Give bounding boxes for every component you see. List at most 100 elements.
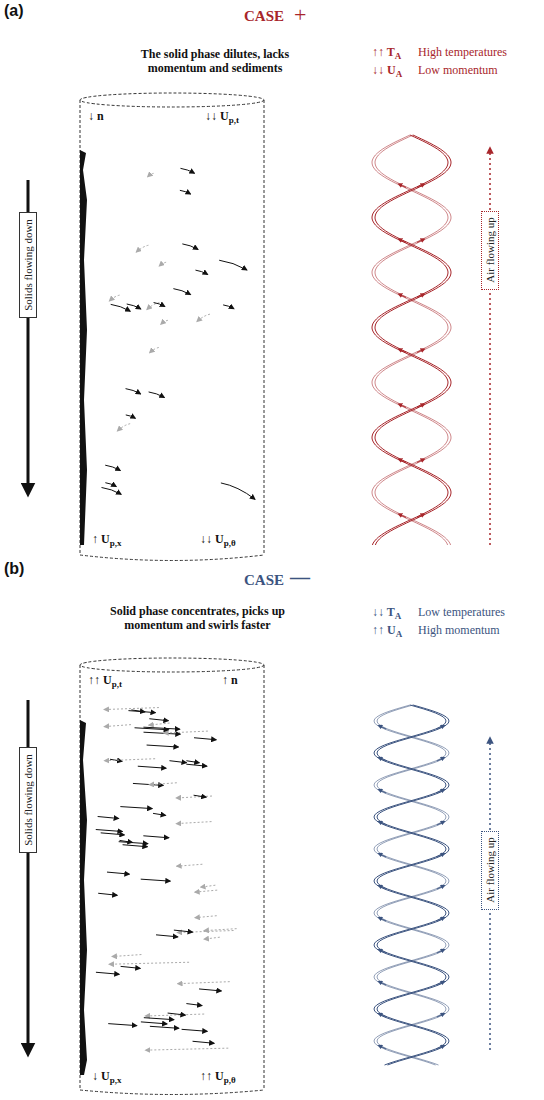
helix-arrowhead [437,1014,443,1017]
helix-arrowhead [380,758,386,761]
particle-arrow [148,173,154,176]
particle-arrow [223,305,234,309]
particle-arrow [161,320,168,324]
particle-arrow [195,890,218,892]
text-label: (b) [4,560,24,578]
helix-arrowhead [437,1046,443,1049]
particle-arrow [168,1013,186,1015]
particle-arrow [117,424,130,431]
particle-arrow [109,295,119,301]
helix-arrowhead [380,1014,386,1017]
air-helix [375,135,451,545]
helix-arrowhead [400,460,406,463]
particle-arrow [156,935,178,937]
particle-arrow [102,487,122,494]
particle-arrow [199,989,221,991]
particle-arrow [186,1004,202,1006]
particle-arrow [133,783,163,785]
air-helix [372,135,448,545]
particle-arrow [149,723,170,725]
helix-arrowhead [380,726,386,729]
particle-arrow [126,389,141,394]
particle-arrow [159,262,166,266]
flow-label: Solids flowing down [22,219,34,311]
helix-arrowhead [417,405,423,408]
cylinder-wall [80,100,264,555]
particle-arrow [119,842,148,844]
particle-arrow [143,727,179,729]
particle-arrow [147,745,179,747]
particle-arrow [186,764,207,766]
helix-arrowhead [380,950,386,953]
particle-arrow [104,759,155,761]
helix-arrowhead [417,350,423,353]
helix-arrowhead [400,295,406,298]
particle-arrow [194,738,216,740]
particle-arrow [182,1029,208,1031]
particle-arrow [112,955,141,957]
text-label: ↓ n [88,110,104,124]
text-label: ↑↑ Up,t [88,674,122,690]
helix-arrowhead [437,854,443,857]
particle-arrow [105,465,120,470]
particle-arrow [197,314,210,321]
particle-arrow [131,710,145,712]
text-label: ↑ n [222,674,238,688]
flow-label-box: Solids flowing down [19,212,37,318]
particle-arrow [145,1014,204,1016]
particle-arrow [169,761,186,763]
helix-arrowhead [380,1046,386,1049]
text-label: ↓↓ Up,t [205,110,239,126]
text-label: High temperatures [418,46,507,60]
particle-arrow [180,190,191,194]
text-label: — [290,566,310,589]
helix-arrowhead [380,790,386,793]
helix-arrowhead [417,295,423,298]
particle-arrow [121,966,141,968]
air-helix [375,135,451,545]
particle-arrow [154,303,165,307]
particle-arrow [143,836,168,838]
particle-arrow [110,759,122,761]
text-label: High momentum [418,624,500,638]
particle-arrow [193,1041,215,1043]
text-label: ↑↑ TA [372,46,401,62]
helix-arrowhead [380,982,386,985]
wall-deposit [80,150,87,545]
helix-arrowhead [437,918,443,921]
particle-arrow [150,347,159,352]
text-label: ↓↓ UA [372,64,402,80]
cylinder-bottom [80,555,264,561]
helix-arrowhead [437,822,443,825]
text-label: Low temperatures [418,606,505,620]
particle-arrow [149,719,168,721]
particle-arrow [149,783,177,785]
text-label: + [294,2,306,27]
helix-arrowhead [380,886,386,889]
helix-arrowhead [437,982,443,985]
text-label: Solid phase concentrates, picks up momen… [90,605,305,633]
flow-label: Air flowing up [484,837,496,902]
particle-arrow [219,260,247,270]
flow-label: Air flowing up [484,217,496,282]
cylinder-wall [80,665,264,1090]
helix-arrowhead [380,854,386,857]
air-helix [374,705,446,1065]
text-label: The solid phase dilutes, lacks momentum … [115,48,315,76]
flow-label-box: Air flowing up [481,211,499,290]
text-label: Low momentum [418,64,498,78]
particle-arrow [128,711,155,713]
particle-arrow [101,833,125,835]
particle-arrow [173,289,190,295]
particle-arrow [104,725,131,727]
particle-arrow [195,916,217,918]
particle-arrow [178,982,230,984]
particle-arrow [180,168,194,173]
helix-arrowhead [437,758,443,761]
helix-arrowhead [437,950,443,953]
particle-arrow [150,1026,179,1028]
text-label: (a) [4,2,24,20]
particle-arrow [104,708,159,710]
particle-arrow [109,962,189,964]
